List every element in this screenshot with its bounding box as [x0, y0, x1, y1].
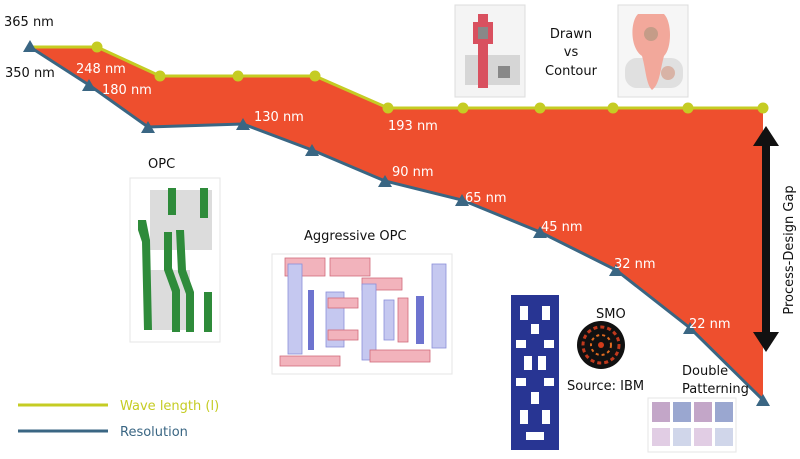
resolution-point [378, 175, 392, 187]
resolution-point [23, 40, 37, 52]
label-350nm: 350 nm [5, 66, 55, 81]
wavelength-point [757, 102, 769, 114]
resolution-point [82, 79, 96, 91]
wavelength-point [534, 102, 546, 114]
label-248nm: 248 nm [76, 62, 126, 77]
gap-arrow [753, 126, 779, 352]
label-45nm: 45 nm [541, 220, 583, 235]
label-130nm: 130 nm [254, 110, 304, 125]
double-label: Double [682, 364, 728, 379]
resolution-point [236, 118, 250, 130]
label-90nm: 90 nm [392, 165, 434, 180]
wavelength-point [232, 70, 244, 82]
label-193nm: 193 nm [388, 119, 438, 134]
drawn-layout-image [454, 4, 526, 98]
contour-label: Contour [545, 64, 598, 79]
wavelength-point [309, 70, 321, 82]
opc-layout-image [129, 177, 221, 343]
smo-label: SMO [596, 307, 626, 322]
gap-label: Process-Design Gap [782, 185, 797, 314]
label-365nm: 365 nm [4, 15, 54, 30]
smo-source-image [577, 321, 625, 369]
gap-area [30, 47, 763, 400]
label-22nm: 22 nm [689, 317, 731, 332]
opc-label: OPC [148, 157, 175, 172]
source-ibm-label: Source: IBM [567, 379, 644, 394]
label-65nm: 65 nm [465, 191, 507, 206]
wavelength-point [382, 102, 394, 114]
aggressive-opc-label: Aggressive OPC [304, 229, 407, 244]
aggressive-opc-layout-image [271, 253, 453, 375]
wavelength-point [154, 70, 166, 82]
label-32nm: 32 nm [614, 257, 656, 272]
contour-layout-image [617, 4, 689, 98]
resolution-points [23, 40, 770, 406]
wavelength-point [607, 102, 619, 114]
resolution-point [141, 121, 155, 133]
wavelength-points [91, 41, 769, 114]
wavelength-point [682, 102, 694, 114]
patterning-label: Patterning [682, 382, 749, 397]
resolution-point [305, 144, 319, 156]
drawn-label: Drawn [550, 27, 592, 42]
resolution-point [756, 394, 770, 406]
label-180nm: 180 nm [102, 83, 152, 98]
resolution-point [533, 226, 547, 238]
vs-label: vs [564, 45, 579, 60]
legend-wavelength-label: Wave length (l) [120, 399, 219, 414]
legend: Wave length (l) Resolution [18, 399, 219, 440]
resolution-point [683, 322, 697, 334]
legend-resolution-label: Resolution [120, 425, 188, 440]
wavelength-point [457, 102, 469, 114]
resolution-point [455, 194, 469, 206]
smo-mask-image [511, 295, 559, 450]
double-patterning-image [647, 397, 737, 453]
resolution-point [609, 264, 623, 276]
wavelength-point [91, 41, 103, 53]
